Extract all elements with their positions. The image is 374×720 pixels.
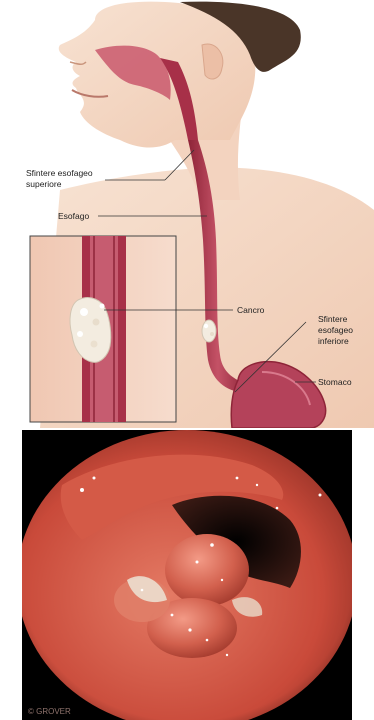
label-lower-sphincter-1: Sfintere (318, 314, 348, 324)
label-stomach: Stomaco (318, 377, 352, 387)
endoscopy-photo: © GROVER (22, 430, 352, 720)
watermark: © GROVER (28, 707, 71, 716)
label-esophagus: Esofago (58, 211, 89, 221)
label-lower-sphincter-2: esofageo (318, 325, 353, 335)
label-upper-sphincter-1: Sfintere esofageo (26, 168, 93, 178)
magnified-inset (30, 236, 176, 422)
label-lower-sphincter-3: inferiore (318, 336, 349, 346)
esophagus-anatomy-illustration: Sfintere esofageo superiore Esofago Canc… (0, 0, 374, 428)
label-cancer: Cancro (237, 305, 265, 315)
tumor-main (202, 320, 216, 342)
label-upper-sphincter-2: superiore (26, 179, 62, 189)
